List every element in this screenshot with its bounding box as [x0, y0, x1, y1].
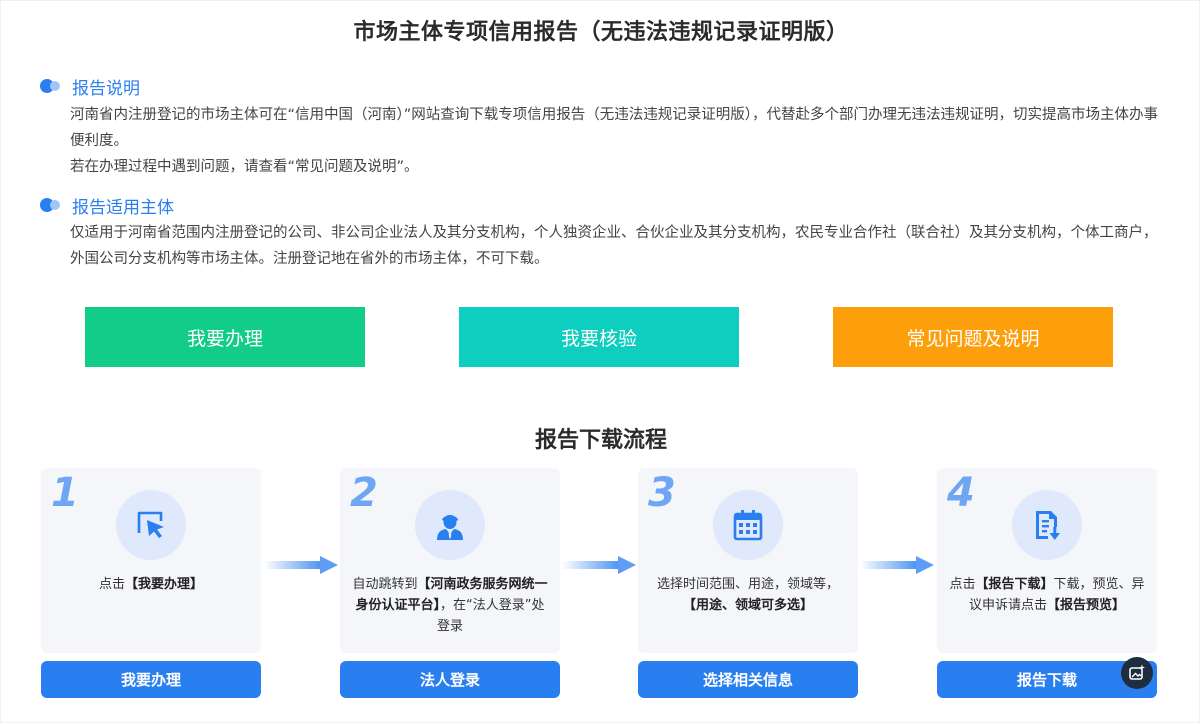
step-desc-text: 自动跳转到	[352, 577, 418, 592]
flow-title: 报告下载流程	[534, 428, 667, 453]
arrow-right-icon	[860, 556, 934, 574]
bullet-dots-icon	[40, 79, 62, 93]
section-applicable-subjects: 报告适用主体	[40, 193, 174, 218]
step-1-apply-button[interactable]: 我要办理	[41, 661, 261, 698]
step-description: 点击【报告下载】下载，预览、异议申诉请点击【报告预览】	[947, 574, 1147, 616]
step-desc-text: 领域等，	[787, 577, 840, 592]
cursor-click-icon	[116, 490, 186, 560]
arrow-right-icon	[264, 556, 338, 574]
verify-button[interactable]: 我要核验	[459, 307, 739, 367]
step-desc-text: 点击	[98, 577, 125, 592]
step-description: 自动跳转到【河南政务服务网统一身份认证平台】，在“法人登录”处登录	[350, 574, 550, 637]
section-heading: 报告说明	[72, 78, 140, 99]
step-desc-text: 选择时间范围、用途，	[656, 577, 787, 592]
step-desc-text: 点击	[949, 577, 976, 592]
step-description: 选择时间范围、用途，领域等， 【用途、领域可多选】	[648, 574, 848, 616]
apply-button[interactable]: 我要办理	[85, 307, 365, 367]
step-desc-text: 下载，预览、异议申诉请点击	[968, 577, 1145, 613]
step-desc-highlight: 【我要办理】	[125, 577, 204, 592]
step-card-2: 2 自动跳转到【河南政务服务网统一身份认证平台】，在“法人登录”处登录	[340, 468, 560, 653]
step-number: 2	[350, 470, 378, 516]
description-paragraph: 河南省内注册登记的市场主体可在“信用中国（河南）”网站查询下载专项信用报告（无违…	[70, 107, 1159, 149]
step-number: 4	[947, 470, 975, 516]
bullet-dots-icon	[40, 198, 62, 212]
step-card-1: 1 点击【我要办理】	[41, 468, 261, 653]
step-4-download-button[interactable]: 报告下载	[937, 661, 1157, 698]
step-desc-text: ，在“法人登录”处登录	[436, 598, 545, 634]
step-card-4: 4 点击【报告下载】下载，预览、异议申诉请点击【报告预览】	[937, 468, 1157, 653]
step-number: 1	[51, 470, 79, 516]
step-description: 点击【我要办理】	[51, 574, 251, 595]
step-2-login-button[interactable]: 法人登录	[340, 661, 560, 698]
description-help-text: 若在办理过程中遇到问题，请查看“常见问题及说明”。	[70, 159, 419, 175]
step-desc-highlight: 【用途、领域可多选】	[682, 598, 813, 613]
image-sparkle-icon	[1129, 664, 1145, 680]
step-card-3: 3 选择时间范围、用途，领域等， 【用途、领域可多选】	[638, 468, 858, 653]
section-heading: 报告适用主体	[72, 197, 174, 218]
calendar-icon	[713, 490, 783, 560]
step-desc-highlight: 【河南政务服务网统一身份认证平台】	[355, 577, 548, 613]
page-title: 市场主体专项信用报告（无违法违规记录证明版）	[353, 20, 849, 45]
section-report-description: 报告说明	[40, 74, 140, 99]
image-edit-float-button[interactable]	[1121, 657, 1153, 689]
user-tie-icon	[415, 490, 485, 560]
document-download-icon	[1012, 490, 1082, 560]
scope-paragraph: 仅适用于河南省范围内注册登记的公司、非公司企业法人及其分支机构，个人独资企业、合…	[70, 225, 1158, 267]
step-number: 3	[648, 470, 676, 516]
step-desc-highlight: 【报告预览】	[1047, 598, 1126, 613]
faq-button[interactable]: 常见问题及说明	[833, 307, 1113, 367]
arrow-right-icon	[562, 556, 636, 574]
step-3-select-info-button[interactable]: 选择相关信息	[638, 661, 858, 698]
step-desc-highlight: 【报告下载】	[975, 577, 1054, 592]
